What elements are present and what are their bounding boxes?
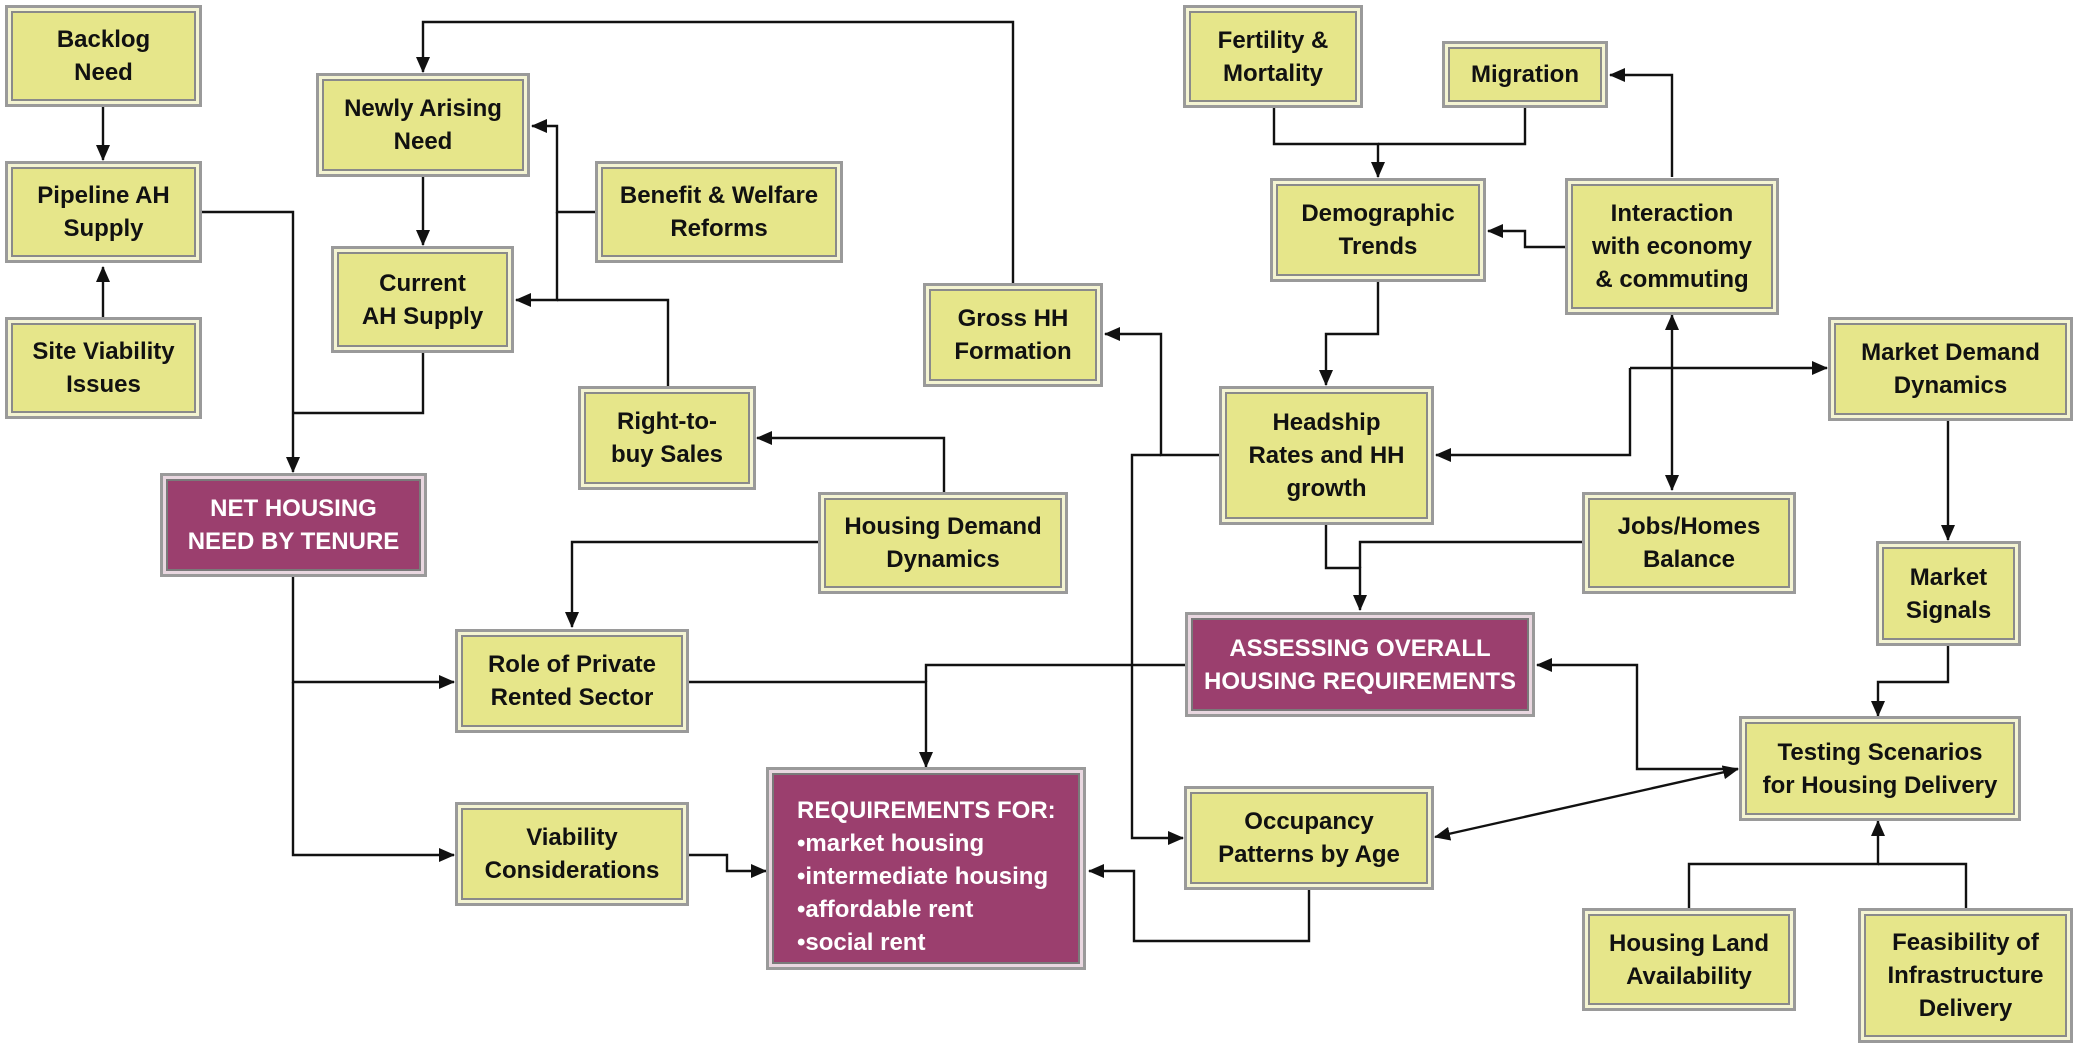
node-demographic-trends-label: Demographic Trends (1301, 200, 1455, 260)
node-viability-considerations-label: Viability Considerations (484, 824, 660, 884)
arrow-demographic-to-headship (1319, 282, 1380, 386)
arrow-housing-demand-to-private-rented (565, 540, 818, 628)
arrow-benefit-to-current-ah (515, 212, 559, 307)
node-housing-land-availability: Housing Land Availability (1582, 908, 1796, 1011)
node-assessing-overall-label: ASSESSING OVERALL HOUSING REQUIREMENTS (1203, 634, 1517, 695)
node-interaction-economy-label: Interaction with economy & commuting (1591, 200, 1753, 293)
node-right-to-buy-sales-label: Right-to- buy Sales (610, 408, 724, 468)
arrow-testing-to-occupancy (1434, 765, 1739, 841)
node-current-ah-supply: Current AH Supply (331, 246, 514, 353)
node-housing-demand-dynamics-label: Housing Demand Dynamics (844, 513, 1042, 573)
node-gross-hh-formation-label: Gross HH Formation (954, 305, 1072, 365)
node-gross-hh-formation: Gross HH Formation (923, 283, 1103, 387)
arrow-occupancy-to-requirements (1088, 864, 1311, 943)
node-role-private-rented: Role of Private Rented Sector (455, 629, 689, 733)
arrow-headship-to-occupancy (1130, 453, 1184, 845)
node-benefit-welfare-reforms-label: Benefit & Welfare Reforms (619, 182, 819, 242)
arrow-interaction-to-migration (1609, 68, 1674, 177)
requirement-item: •affordable rent (797, 896, 974, 923)
node-occupancy-patterns-label: Occupancy Patterns by Age (1218, 808, 1400, 868)
node-fertility-mortality-label: Fertility & Mortality (1217, 26, 1329, 87)
node-testing-scenarios-label: Testing Scenarios for Housing Delivery (1762, 738, 1998, 799)
node-current-ah-supply-label: Current AH Supply (361, 269, 484, 330)
node-newly-arising-need: Newly Arising Need (316, 73, 530, 177)
node-site-viability-issues-label: Site Viability Issues (32, 338, 175, 398)
arrow-net-need-to-private-rented (291, 577, 455, 689)
node-viability-considerations: Viability Considerations (455, 802, 689, 906)
arrow-feasibility-to-testing (1878, 862, 1968, 908)
arrow-migration-to-demographic (1378, 108, 1527, 146)
arrow-benefit-to-newly-arising (531, 119, 595, 214)
node-feasibility-infrastructure: Feasibility of Infrastructure Delivery (1858, 908, 2073, 1043)
arrow-interaction-to-demographic (1487, 224, 1565, 249)
node-backlog-need: Backlog Need (5, 5, 202, 107)
node-market-signals: Market Signals (1876, 541, 2021, 646)
node-headship-rates: Headship Rates and HH growth (1219, 386, 1434, 525)
node-occupancy-patterns: Occupancy Patterns by Age (1184, 786, 1434, 890)
node-market-demand-dynamics: Market Demand Dynamics (1828, 317, 2073, 421)
node-demographic-trends: Demographic Trends (1270, 178, 1486, 282)
node-migration: Migration (1442, 41, 1608, 108)
arrow-fertility-to-demographic (1272, 108, 1385, 178)
node-jobs-homes-balance: Jobs/Homes Balance (1582, 492, 1796, 594)
node-net-housing-need: NET HOUSING NEED BY TENURE (160, 473, 427, 577)
node-backlog-need-label: Backlog Need (56, 26, 151, 86)
node-site-viability-issues: Site Viability Issues (5, 317, 202, 419)
node-testing-scenarios: Testing Scenarios for Housing Delivery (1739, 716, 2021, 821)
node-feasibility-infrastructure-label: Feasibility of Infrastructure Delivery (1887, 929, 2044, 1022)
node-benefit-welfare-reforms: Benefit & Welfare Reforms (595, 161, 843, 263)
requirement-item: •social rent (797, 929, 926, 956)
requirement-item: •intermediate housing (797, 863, 1049, 890)
arrow-housing-demand-to-right-to-buy (756, 431, 946, 492)
arrow-assessing-to-requirements (924, 663, 1185, 682)
node-headship-rates-label: Headship Rates and HH growth (1248, 409, 1405, 502)
arrow-headship-to-gross-hh (1104, 327, 1219, 457)
node-interaction-economy: Interaction with economy & commuting (1565, 178, 1779, 315)
arrow-pipeline-to-net-need (202, 210, 300, 473)
node-assessing-overall: ASSESSING OVERALL HOUSING REQUIREMENTS (1185, 612, 1535, 717)
node-newly-arising-need-label: Newly Arising Need (344, 95, 502, 155)
arrow-private-rented-to-requirements (689, 680, 933, 768)
arrow-current-ah-to-net-need (293, 353, 425, 415)
arrow-jobs-to-assessing (1358, 540, 1582, 568)
requirements-text: REQUIREMENTS FOR: •market housing •inter… (797, 794, 1056, 959)
arrow-net-need-to-viability (291, 682, 455, 862)
node-pipeline-ah-supply: Pipeline AH Supply (5, 161, 202, 263)
arrow-headship-to-assessing (1324, 525, 1367, 611)
arrow-market-demand-to-headship (1435, 368, 1632, 462)
arrow-signals-to-testing (1871, 646, 1950, 717)
requirement-item: •market housing (797, 830, 985, 857)
arrow-right-to-buy-to-current-ah (557, 298, 670, 386)
arrow-viability-to-requirements (689, 853, 767, 878)
node-market-demand-dynamics-label: Market Demand Dynamics (1861, 339, 2040, 399)
node-role-private-rented-label: Role of Private Rented Sector (487, 651, 657, 711)
node-fertility-mortality: Fertility & Mortality (1183, 5, 1363, 108)
node-migration-label: Migration (1471, 61, 1579, 88)
arrow-gross-hh-to-newly-arising (416, 20, 1015, 283)
arrow-housing-land-to-testing (1687, 820, 1885, 908)
node-market-signals-label: Market Signals (1905, 563, 1992, 624)
node-jobs-homes-balance-label: Jobs/Homes Balance (1617, 513, 1761, 573)
node-right-to-buy-sales: Right-to- buy Sales (578, 386, 756, 490)
node-housing-demand-dynamics: Housing Demand Dynamics (818, 492, 1068, 594)
arrow-testing-to-assessing (1536, 658, 1738, 771)
requirements-title: REQUIREMENTS FOR: (797, 797, 1056, 824)
node-pipeline-ah-supply-label: Pipeline AH Supply (37, 182, 170, 242)
node-requirements-for: REQUIREMENTS FOR: •market housing •inter… (766, 767, 1086, 970)
node-housing-land-availability-label: Housing Land Availability (1609, 929, 1769, 990)
requirements-list: •market housing •intermediate housing •a… (797, 827, 1056, 959)
node-net-housing-need-label: NET HOUSING NEED BY TENURE (187, 495, 400, 555)
